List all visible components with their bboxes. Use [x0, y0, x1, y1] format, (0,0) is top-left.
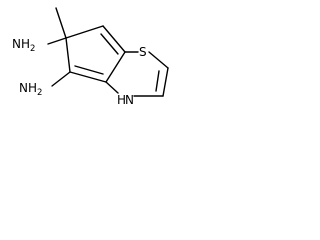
bond-c5-c4a-double	[74, 65, 104, 75]
bond-c6-c5	[65, 37, 71, 73]
bond-s-c2	[148, 51, 169, 69]
amine-bottom-n-label: N	[19, 81, 28, 95]
amine-top-subscript: 2	[30, 44, 35, 54]
amine-top-n-label: N	[12, 37, 21, 51]
bond-c7-c7a-double	[100, 33, 119, 55]
bond-n4-c4a	[105, 81, 119, 94]
bond-c2-c3	[162, 67, 169, 97]
molecule-structure: S H N N H 2 N H 2	[12, 7, 169, 107]
bond-c7a-c4a	[105, 51, 126, 83]
bond-c2-c3-double	[155, 70, 160, 92]
bond-c7-c7a	[102, 25, 126, 53]
bond-c5-nh2	[51, 71, 71, 87]
ring-nitrogen-n-label: N	[125, 93, 134, 107]
sulfur-atom-label: S	[139, 45, 147, 59]
amine-top-h-label: H	[21, 37, 30, 51]
bond-c6-nh2	[47, 37, 67, 45]
ring-nitrogen-h-label: H	[117, 93, 126, 107]
bond-c5-c4a	[69, 71, 107, 83]
amine-bottom-h-label: H	[28, 81, 37, 95]
amine-bottom-subscript: 2	[37, 88, 42, 98]
bond-c6-c7	[65, 25, 104, 39]
bond-methyl	[55, 7, 67, 39]
